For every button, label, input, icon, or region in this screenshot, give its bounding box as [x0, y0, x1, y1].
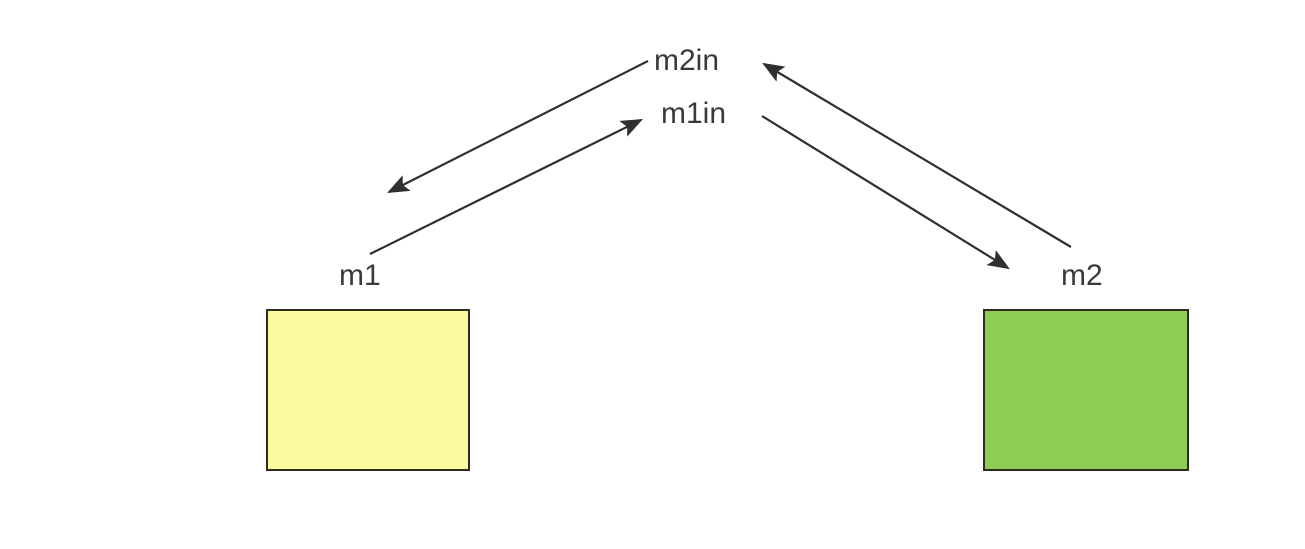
port-label-m2in: m2in [654, 44, 720, 77]
edge-m1in-to-m2 [761, 115, 1010, 270]
node-label-m1: m1 [339, 259, 381, 292]
node-box-m2[interactable] [983, 309, 1189, 471]
edge-m1-to-m1in [369, 119, 643, 255]
edge-m2in-to-m1 [387, 60, 649, 193]
port-label-m1in: m1in [661, 97, 727, 130]
edge-m2-to-m2in [762, 62, 1072, 248]
node-box-m1[interactable] [266, 309, 470, 471]
node-label-m2: m2 [1061, 259, 1103, 292]
